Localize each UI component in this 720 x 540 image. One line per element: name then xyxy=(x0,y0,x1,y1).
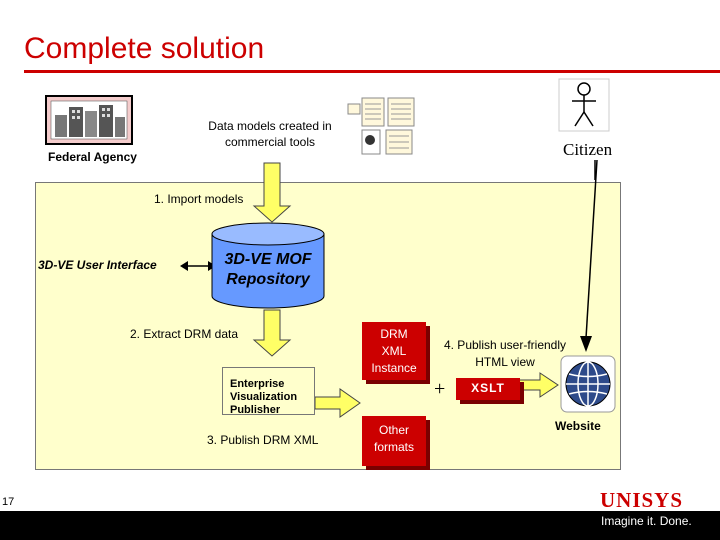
drm-line2: XML xyxy=(381,344,407,358)
evp-line1: Enterprise xyxy=(230,378,285,390)
evp-box: Enterprise Visualization Publisher xyxy=(222,367,315,416)
data-models-label: Data models created in commercial tools xyxy=(208,119,332,149)
slide-title: Complete solution xyxy=(24,32,265,65)
extract-arrow xyxy=(252,309,292,357)
other-line1: Other xyxy=(378,423,409,437)
unisys-logo: UNISYS xyxy=(600,488,684,512)
drm-xml-box: DRM XML Instance xyxy=(362,322,426,380)
drm-line1: DRM xyxy=(380,327,408,341)
website-label: Website xyxy=(555,419,601,433)
other-formats-box: Other formats xyxy=(362,416,426,466)
publish-html-label: 4. Publish user-friendly HTML view xyxy=(430,337,580,371)
repository-line1: 3D-VE MOF xyxy=(224,251,312,268)
xslt-box: XSLT xyxy=(456,378,520,400)
import-models-label: 1. Import models xyxy=(154,192,244,206)
drm-line3: Instance xyxy=(371,361,417,375)
repository-label: 3D-VE MOF Repository xyxy=(210,250,326,290)
tagline: Imagine it. Done. xyxy=(601,514,692,528)
title-rule xyxy=(24,70,720,73)
publish-drm-label: 3. Publish DRM XML xyxy=(207,433,319,447)
evp-line3: Publisher xyxy=(230,404,281,416)
footer-bar xyxy=(0,511,720,540)
federal-agency-label: Federal Agency xyxy=(48,150,137,164)
repository-line2: Repository xyxy=(226,271,310,288)
plus-sign: + xyxy=(434,378,446,400)
publish-html-line1: 4. Publish user-friendly xyxy=(443,338,567,352)
other-line2: formats xyxy=(373,440,414,454)
evp-line2: Visualization xyxy=(230,391,298,403)
citizen-stick-figure-icon xyxy=(558,78,610,132)
publish-drm-arrow xyxy=(314,388,361,418)
repository-cylinder xyxy=(211,222,325,309)
ui-label: 3D-VE User Interface xyxy=(38,258,157,272)
xslt-arrow xyxy=(517,372,559,398)
import-arrow xyxy=(252,162,292,223)
publish-html-line2: HTML view xyxy=(475,355,535,369)
page-number: 17 xyxy=(2,496,15,508)
citizen-label: Citizen xyxy=(563,140,613,159)
extract-label: 2. Extract DRM data xyxy=(130,327,239,341)
process-panel xyxy=(35,182,621,470)
building-icon xyxy=(45,95,133,145)
globe-icon xyxy=(560,355,616,413)
data-model-thumbnails-icon xyxy=(347,97,415,155)
